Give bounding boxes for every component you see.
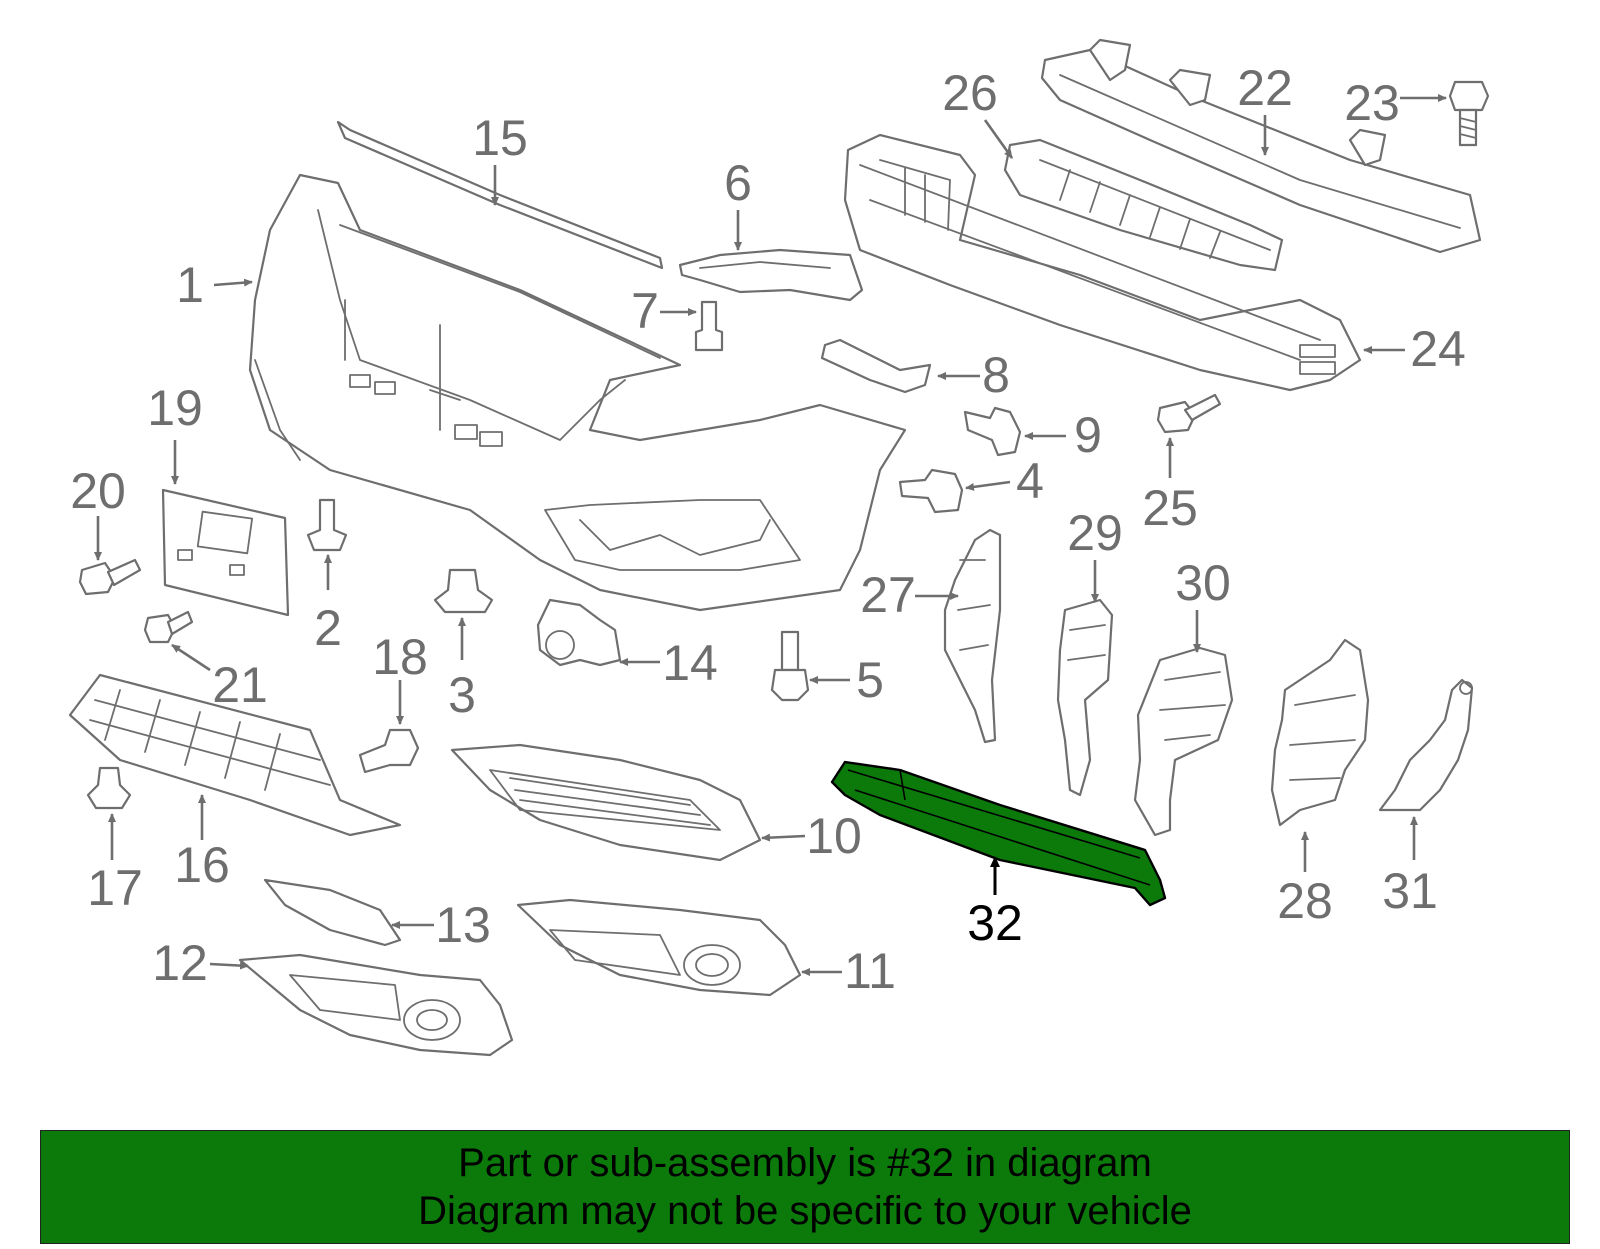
label-26: 26 [942,65,998,121]
label-11: 11 [844,943,896,999]
part-5-bolt[interactable] [770,630,810,702]
part-8-molding[interactable] [820,338,932,394]
part-31-bracket[interactable] [1378,678,1474,812]
parts-diagram: 1 2 3 4 5 6 7 8 9 10 11 12 13 14 15 16 1… [68,38,1490,1057]
label-21: 21 [212,657,268,713]
part-19-license-bracket[interactable] [161,488,290,617]
label-1: 1 [176,257,204,313]
part-24-bumper-beam[interactable] [843,133,1362,392]
part-10-grille[interactable] [450,743,762,862]
label-30: 30 [1175,555,1231,611]
part-3-clip[interactable] [433,568,494,614]
label-5: 5 [856,652,884,708]
label-17: 17 [87,860,143,916]
label-24: 24 [1410,321,1466,377]
label-22: 22 [1237,60,1293,116]
part-30-bracket[interactable] [1133,646,1234,837]
part-21-clip[interactable] [143,610,194,644]
part-7-clip[interactable] [694,300,724,352]
part-12-grille[interactable] [238,953,514,1057]
label-32: 32 [967,895,1023,951]
part-6-bracket[interactable] [678,248,864,302]
part-9-clip[interactable] [963,406,1022,457]
label-31: 31 [1382,863,1438,919]
label-2: 2 [314,600,342,656]
part-27-bracket[interactable] [943,528,1002,744]
label-4: 4 [1016,453,1044,509]
part-23-bolt[interactable] [1448,80,1490,147]
part-18-clip[interactable] [358,728,420,774]
part-11-grille[interactable] [516,898,802,997]
part-20-bolt[interactable] [78,558,142,596]
part-25-bolt[interactable] [1156,393,1222,434]
banner-line-part: Part or sub-assembly is #32 in diagram [458,1141,1152,1185]
label-27: 27 [860,567,916,623]
label-7: 7 [631,283,659,339]
label-20: 20 [70,463,126,519]
label-8: 8 [982,347,1010,403]
label-3: 3 [448,667,476,723]
part-28-bracket[interactable] [1270,638,1370,827]
label-29: 29 [1067,505,1123,561]
part-29-bracket[interactable] [1056,598,1114,797]
part-15-molding[interactable] [336,120,664,270]
part-14-sensor-holder[interactable] [536,598,622,667]
label-18: 18 [372,629,428,685]
part-32-highlighted[interactable] [830,760,1167,907]
label-6: 6 [724,155,752,211]
label-14: 14 [662,635,718,691]
banner-line-disclaimer: Diagram may not be specific to your vehi… [418,1189,1192,1233]
part-16-grille[interactable] [68,673,402,837]
part-2-clip[interactable] [306,498,348,552]
label-16: 16 [174,837,230,893]
label-28: 28 [1277,873,1333,929]
part-4-clip[interactable] [898,468,964,514]
label-9: 9 [1074,407,1102,463]
label-10: 10 [806,808,862,864]
part-26-absorber[interactable] [1003,138,1284,272]
label-13: 13 [435,897,491,953]
label-15: 15 [472,110,528,166]
part-13-cover[interactable] [263,878,402,947]
callout-labels: 1 2 3 4 5 6 7 8 9 10 11 12 13 14 15 16 1… [70,60,1466,999]
info-banner: Part or sub-assembly is #32 in diagram D… [40,1130,1570,1244]
label-25: 25 [1142,480,1198,536]
label-19: 19 [147,380,203,436]
part-17-clip[interactable] [86,766,132,810]
part-1-bumper-cover[interactable] [248,173,907,612]
label-12: 12 [152,935,208,991]
leader-lines [94,94,1447,976]
label-23: 23 [1344,75,1400,131]
